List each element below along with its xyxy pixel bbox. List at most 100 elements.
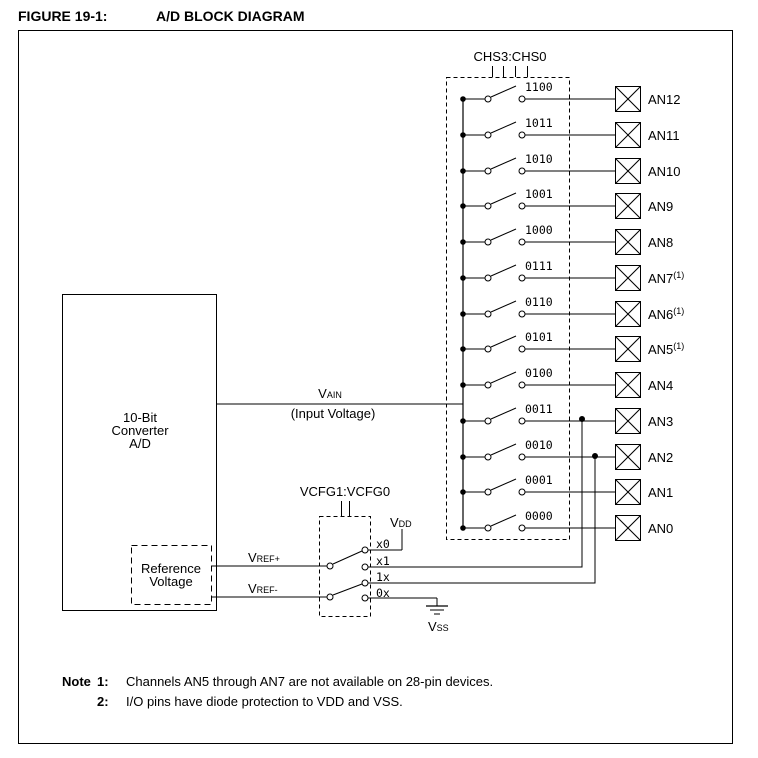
note-text-2: I/O pins have diode protection to VDD an… <box>126 694 403 709</box>
channel-bus-junction <box>460 382 466 388</box>
channel-switch-pivot <box>484 238 492 246</box>
vcfg-code-x0: x0 <box>376 537 390 551</box>
channel-code-an12: 1100 <box>525 80 553 94</box>
converter-block <box>62 294 217 611</box>
channel-pin-label-an11: AN11 <box>648 128 680 143</box>
mux-select-label: CHS3:CHS0 <box>474 49 547 64</box>
reference-voltage-block <box>131 545 212 605</box>
converter-label-line1: 10-Bit <box>123 410 157 425</box>
channel-bus-junction <box>460 96 466 102</box>
channel-pin-label-an5: AN5(1) <box>648 341 684 357</box>
vss-label: VSS <box>428 619 449 634</box>
vcfg-contact-x0 <box>361 546 369 554</box>
channel-switch-arm <box>490 335 517 348</box>
channel-code-an4: 0100 <box>525 366 553 380</box>
channel-bus-junction <box>460 311 466 317</box>
channel-switch-contact <box>518 202 526 210</box>
figure-frame <box>18 30 733 744</box>
vdd-label: VDD <box>390 515 412 530</box>
channel-switch-pivot <box>484 310 492 318</box>
channel-bus-junction <box>460 346 466 352</box>
channel-switch-pivot <box>484 131 492 139</box>
channel-pin-cross-b <box>615 265 641 291</box>
channel-switch-contact <box>518 274 526 282</box>
channel-bus-junction <box>460 203 466 209</box>
channel-pin-label-an3: AN3 <box>648 414 673 429</box>
channel-pin-cross-b <box>615 301 641 327</box>
channel-switch-arm <box>490 300 517 313</box>
figure-header: FIGURE 19-1: A/D BLOCK DIAGRAM <box>18 8 738 28</box>
mux-box <box>446 77 570 540</box>
vcfg-contact-x1 <box>361 563 369 571</box>
channel-switch-arm <box>490 157 517 170</box>
figure-number: FIGURE 19-1: <box>18 8 108 24</box>
channel-switch-arm <box>490 228 517 241</box>
channel-pin-cross-b <box>615 122 641 148</box>
channel-switch-contact <box>518 381 526 389</box>
vcfg-contact-1x <box>361 579 369 587</box>
channel-pin-cross-b <box>615 229 641 255</box>
channel-pin-cross-b <box>615 408 641 434</box>
channel-switch-contact <box>518 488 526 496</box>
converter-label-line2: Converter <box>111 423 169 438</box>
channel-switch-arm <box>490 371 517 384</box>
channel-pin-label-an9: AN9 <box>648 199 673 214</box>
vcfg-code-x1: x1 <box>376 554 390 568</box>
channel-switch-contact <box>518 345 526 353</box>
channel-pin-cross-b <box>615 372 641 398</box>
channel-pin-cross-b <box>615 86 641 112</box>
channel-bus-junction <box>460 132 466 138</box>
channel-pin-label-an12: AN12 <box>648 92 681 107</box>
channel-pin-cross-b <box>615 515 641 541</box>
channel-code-an10: 1010 <box>525 152 553 166</box>
channel-pin-cross-b <box>615 479 641 505</box>
vcfg-switches <box>326 546 369 602</box>
channel-code-an9: 1001 <box>525 187 553 201</box>
channel-switch-pivot <box>484 381 492 389</box>
channel-switch-arm <box>490 264 517 277</box>
channel-switch-arm <box>490 121 517 134</box>
vref-minus-pivot <box>326 593 334 601</box>
channel-switch-pivot <box>484 274 492 282</box>
channel-code-an2: 0010 <box>525 438 553 452</box>
channel-pin-cross-b <box>615 158 641 184</box>
channel-switch-arm <box>490 478 517 491</box>
vref-minus-label: VREF- <box>248 581 278 596</box>
channel-switch-pivot <box>484 95 492 103</box>
channel-code-an5: 0101 <box>525 330 553 344</box>
channel-bus-junction <box>460 239 466 245</box>
channel-switch-contact <box>518 453 526 461</box>
channel-switch-pivot <box>484 167 492 175</box>
channel-pin-label-an1: AN1 <box>648 485 673 500</box>
channel-switch-contact <box>518 524 526 532</box>
channel-code-an0: 0000 <box>525 509 553 523</box>
reference-label-line1: Reference <box>141 561 201 576</box>
vcfg-select-label: VCFG1:VCFG0 <box>300 484 390 499</box>
channel-bus-junction <box>460 418 466 424</box>
note-number-1: 1: <box>97 674 109 689</box>
channel-bus-junction <box>460 168 466 174</box>
channel-switch-arm <box>490 407 517 420</box>
vref-plus-pivot <box>326 562 334 570</box>
channel-code-an7: 0111 <box>525 259 553 273</box>
channel-code-an8: 1000 <box>525 223 553 237</box>
channel-switch-arm <box>490 192 517 205</box>
channel-pin-cross-b <box>615 193 641 219</box>
channel-switch-pivot <box>484 524 492 532</box>
reference-label-line2: Voltage <box>149 574 192 589</box>
note-number-2: 2: <box>97 694 109 709</box>
channel-switch-contact <box>518 310 526 318</box>
vcfg-select-ticks <box>341 501 350 516</box>
channel-switch-contact <box>518 417 526 425</box>
channel-pin-label-an10: AN10 <box>648 164 681 179</box>
channel-switch-arm <box>490 514 517 527</box>
